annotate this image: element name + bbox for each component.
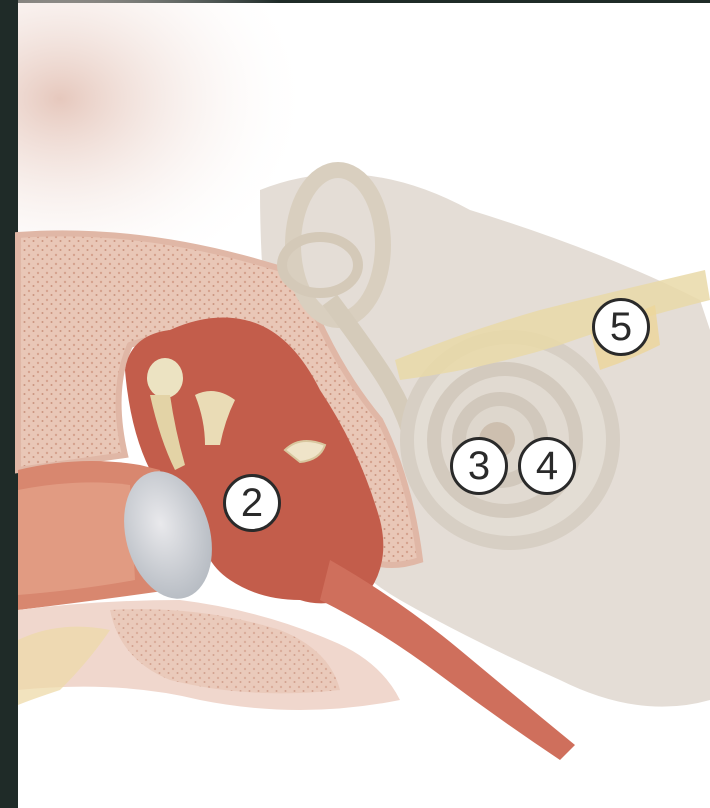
marker-label: 5	[610, 305, 632, 350]
malleus	[147, 358, 183, 398]
marker-label: 4	[536, 444, 558, 489]
marker-label: 3	[468, 444, 490, 489]
marker-5: 5	[592, 298, 650, 356]
marker-label: 2	[241, 481, 263, 526]
marker-2: 2	[223, 474, 281, 532]
marker-3: 3	[450, 437, 508, 495]
ear-canal-highlight	[18, 482, 135, 595]
marker-4: 4	[518, 437, 576, 495]
